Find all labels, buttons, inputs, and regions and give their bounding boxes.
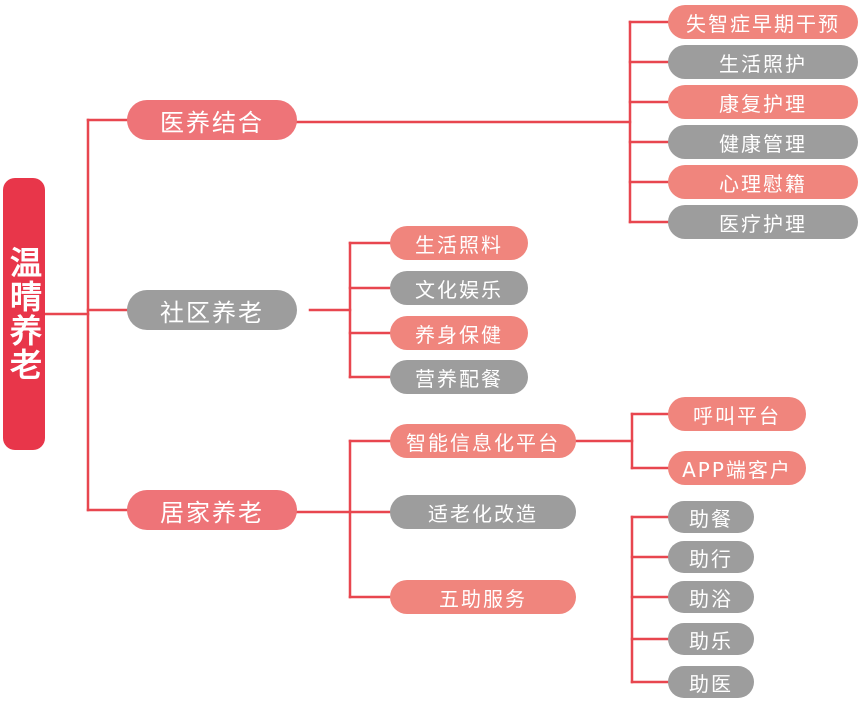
branch-label: 医养结合 [160,108,264,137]
root-node[interactable]: 温晴养老 [3,178,45,450]
node-label: 文化娱乐 [415,277,503,302]
node-psych-comfort[interactable]: 心理慰籍 [668,165,858,199]
node-label: 营养配餐 [415,366,503,391]
node-label: 助医 [689,671,733,696]
node-app-client[interactable]: APP端客户 [668,451,806,485]
node-call-platform[interactable]: 呼叫平台 [668,397,806,431]
node-nutrition-meals[interactable]: 营养配餐 [390,360,528,394]
branch-community-care[interactable]: 社区养老 [127,290,297,330]
node-label: 五助服务 [439,586,527,611]
node-label: 助乐 [689,628,733,653]
node-label: 助餐 [689,506,733,531]
node-five-assist[interactable]: 五助服务 [390,580,576,614]
branch-label: 居家养老 [160,498,264,527]
branch-label: 社区养老 [160,298,264,327]
node-recreation-assist[interactable]: 助乐 [668,623,754,655]
root-label: 温晴养老 [5,246,43,382]
node-label: 心理慰籍 [719,171,807,196]
node-smart-platform[interactable]: 智能信息化平台 [390,424,576,458]
node-label: 康复护理 [719,91,807,116]
node-health-keeping[interactable]: 养身保健 [390,316,528,350]
node-culture-entertainment[interactable]: 文化娱乐 [390,271,528,305]
node-label: 生活照护 [719,51,807,76]
node-label: 助行 [689,546,733,571]
node-bath-assist[interactable]: 助浴 [668,581,754,613]
node-medical-assist[interactable]: 助医 [668,666,754,698]
node-label: 呼叫平台 [693,403,781,428]
node-health-management[interactable]: 健康管理 [668,125,858,159]
node-label: 医疗护理 [719,211,807,236]
node-label: 失智症早期干预 [686,11,840,36]
node-label: 健康管理 [719,131,807,156]
node-daily-care[interactable]: 生活照料 [390,226,528,260]
node-label: 生活照料 [415,232,503,257]
node-dementia-intervention[interactable]: 失智症早期干预 [668,5,858,39]
branch-home-care[interactable]: 居家养老 [127,490,297,530]
node-rehab-nursing[interactable]: 康复护理 [668,85,858,119]
node-label: 养身保健 [415,322,503,347]
node-label: APP端客户 [682,457,792,482]
node-label: 助浴 [689,586,733,611]
node-medical-nursing[interactable]: 医疗护理 [668,205,858,239]
branch-medical-care[interactable]: 医养结合 [127,100,297,140]
node-elderly-adaptation[interactable]: 适老化改造 [390,495,576,529]
node-life-care[interactable]: 生活照护 [668,45,858,79]
node-mobility-assist[interactable]: 助行 [668,541,754,573]
node-label: 智能信息化平台 [406,430,560,455]
node-meal-assist[interactable]: 助餐 [668,501,754,533]
node-label: 适老化改造 [428,501,538,526]
